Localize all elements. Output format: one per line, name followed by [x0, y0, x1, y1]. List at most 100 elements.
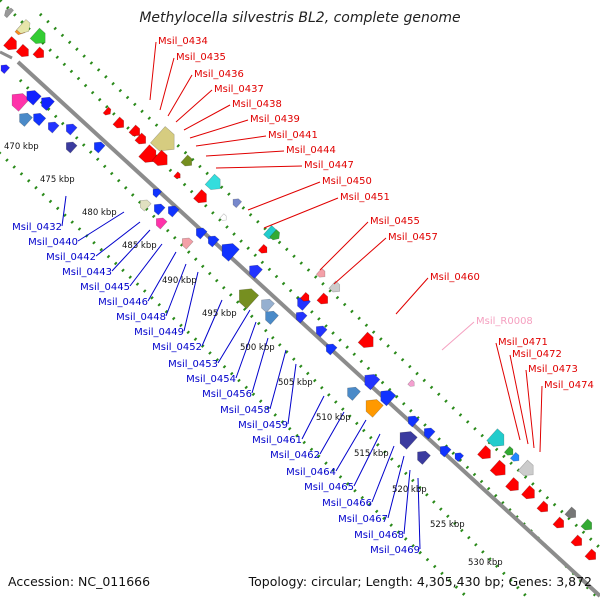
gene-label-reverse[interactable]: Msil_0440: [28, 237, 78, 248]
gene-arrow[interactable]: [29, 27, 50, 48]
gene-label-forward[interactable]: Msil_0444: [286, 145, 336, 156]
gene-arrow[interactable]: [30, 110, 47, 127]
gene-label-reverse[interactable]: Msil_0442: [46, 252, 96, 263]
gene-label-reverse[interactable]: Msil_0432: [12, 222, 62, 233]
gene-label-forward[interactable]: Msil_R0008: [476, 316, 533, 327]
gene-arrow[interactable]: [205, 233, 220, 248]
gene-label-reverse[interactable]: Msil_0453: [168, 359, 218, 370]
gene-label-forward[interactable]: Msil_0437: [214, 84, 264, 95]
gene-label-reverse[interactable]: Msil_0456: [202, 389, 252, 400]
gene-arrow[interactable]: [63, 139, 78, 154]
gene-arrow[interactable]: [134, 132, 149, 147]
gene-arrow[interactable]: [0, 62, 11, 75]
gene-arrow[interactable]: [316, 292, 331, 307]
gene-label-forward[interactable]: Msil_0473: [528, 364, 578, 375]
gene-label-forward[interactable]: Msil_0436: [194, 69, 244, 80]
gene-arrow[interactable]: [323, 341, 338, 356]
gene-arrow[interactable]: [180, 154, 195, 169]
gene-arrow[interactable]: [489, 459, 510, 480]
gene-label-forward[interactable]: Msil_0439: [250, 114, 300, 125]
gene-arrow[interactable]: [509, 451, 521, 463]
gene-arrow[interactable]: [16, 19, 34, 36]
gene-label-forward[interactable]: Msil_0474: [544, 380, 594, 391]
gene-arrow[interactable]: [193, 225, 208, 240]
gene-label-reverse[interactable]: Msil_0468: [354, 530, 404, 541]
gene-arrow[interactable]: [153, 215, 168, 230]
gene-label-reverse[interactable]: Msil_0469: [370, 545, 420, 556]
gene-label-forward[interactable]: Msil_0435: [176, 52, 226, 63]
gene-arrow[interactable]: [137, 197, 152, 212]
gene-arrow[interactable]: [16, 110, 33, 127]
gene-label-forward[interactable]: Msil_0460: [430, 272, 480, 283]
gene-arrow[interactable]: [2, 6, 14, 19]
gene-label-forward[interactable]: Msil_0450: [322, 176, 372, 187]
gene-arrow[interactable]: [437, 443, 452, 458]
gene-arrow[interactable]: [536, 500, 551, 515]
gene-arrow[interactable]: [505, 477, 523, 495]
gene-arrow[interactable]: [230, 196, 243, 209]
gene-arrow[interactable]: [584, 548, 599, 563]
gene-label-forward[interactable]: Msil_0434: [158, 36, 208, 47]
gene-label-forward[interactable]: Msil_0455: [370, 216, 420, 227]
gene-arrow[interactable]: [357, 331, 378, 352]
gene-label-forward[interactable]: Msil_0472: [512, 349, 562, 360]
gene-arrow[interactable]: [360, 370, 381, 391]
gene-labels[interactable]: Msil_0434Msil_0435Msil_0436Msil_0437Msil…: [12, 36, 594, 556]
gene-label-reverse[interactable]: Msil_0461: [252, 435, 302, 446]
gene-label-reverse[interactable]: Msil_0466: [322, 498, 372, 509]
gene-label-reverse[interactable]: Msil_0448: [116, 312, 166, 323]
gene-arrow[interactable]: [151, 201, 166, 216]
gene-label-reverse[interactable]: Msil_0462: [270, 450, 320, 461]
gene-arrow[interactable]: [344, 384, 361, 401]
gene-arrow[interactable]: [91, 139, 106, 154]
gene-arrow[interactable]: [503, 445, 515, 457]
gene-arrow[interactable]: [486, 428, 510, 452]
gene-label-reverse[interactable]: Msil_0445: [80, 282, 130, 293]
gene-arrow[interactable]: [421, 425, 436, 440]
gene-arrow[interactable]: [23, 87, 42, 106]
gene-arrow[interactable]: [564, 506, 579, 521]
gene-label-reverse[interactable]: Msil_0446: [98, 297, 148, 308]
gene-arrow[interactable]: [102, 106, 113, 117]
gene-arrow[interactable]: [395, 427, 418, 450]
gene-arrow[interactable]: [361, 395, 384, 418]
gene-arrow[interactable]: [3, 36, 21, 54]
gene-arrow[interactable]: [233, 283, 260, 310]
gene-arrow[interactable]: [38, 94, 55, 111]
gene-arrow[interactable]: [246, 262, 263, 279]
gene-arrow[interactable]: [293, 309, 308, 324]
gene-label-reverse[interactable]: Msil_0465: [304, 482, 354, 493]
gene-arrow[interactable]: [128, 124, 143, 139]
gene-label-reverse[interactable]: Msil_0449: [134, 327, 184, 338]
gene-label-reverse[interactable]: Msil_0458: [220, 405, 270, 416]
gene-arrow[interactable]: [262, 308, 279, 325]
gene-arrow[interactable]: [32, 46, 47, 61]
gene-arrow[interactable]: [193, 189, 211, 207]
gene-arrow[interactable]: [517, 459, 538, 480]
gene-arrow[interactable]: [414, 448, 431, 465]
gene-label-reverse[interactable]: Msil_0464: [286, 467, 336, 478]
gene-label-reverse[interactable]: Msil_0443: [62, 267, 112, 278]
gene-arrow[interactable]: [521, 485, 539, 503]
gene-arrow[interactable]: [552, 516, 567, 531]
gene-arrow[interactable]: [315, 267, 327, 279]
gene-arrow[interactable]: [7, 89, 30, 112]
gene-arrow[interactable]: [204, 173, 225, 194]
gene-arrow[interactable]: [173, 171, 182, 180]
gene-label-reverse[interactable]: Msil_0452: [152, 342, 202, 353]
gene-arrow[interactable]: [580, 518, 595, 533]
gene-arrow[interactable]: [299, 291, 311, 303]
gene-arrow[interactable]: [313, 323, 328, 338]
gene-arrow[interactable]: [112, 116, 127, 131]
gene-arrow[interactable]: [150, 126, 181, 157]
gene-arrow[interactable]: [269, 229, 283, 243]
gene-arrow[interactable]: [138, 144, 162, 168]
gene-arrow[interactable]: [217, 239, 240, 262]
gene-arrow[interactable]: [328, 280, 343, 295]
gene-arrow[interactable]: [165, 203, 180, 218]
gene-arrow[interactable]: [63, 121, 78, 136]
gene-arrow[interactable]: [150, 186, 163, 199]
gene-arrow[interactable]: [407, 379, 416, 388]
gene-arrow[interactable]: [45, 119, 60, 134]
gene-arrow[interactable]: [15, 43, 32, 59]
